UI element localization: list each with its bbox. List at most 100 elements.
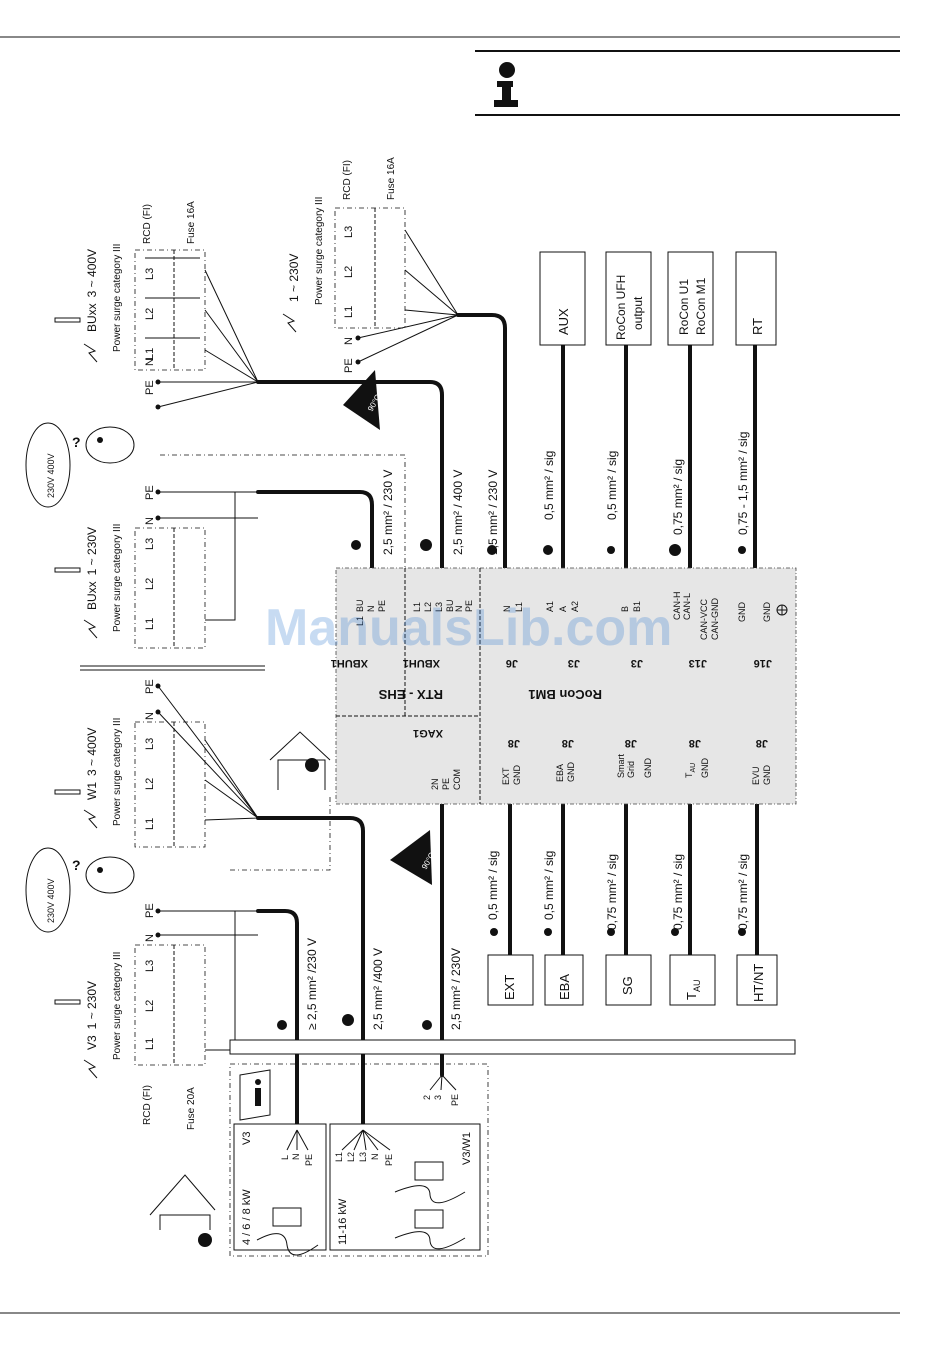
svg-text:EBA: EBA	[555, 764, 565, 782]
svg-text:L3: L3	[144, 538, 156, 550]
svg-text:230V 400V: 230V 400V	[46, 878, 56, 923]
fan-icon-outdoor	[256, 1161, 466, 1256]
svg-text:2: 2	[422, 1095, 432, 1100]
svg-text:L1: L1	[144, 618, 156, 630]
svg-text:L2: L2	[144, 578, 156, 590]
top-devices: AUX RoCon UFH output RoCon U1 RoCon M1 R…	[539, 251, 777, 346]
svg-text:RoCon M1: RoCon M1	[694, 277, 708, 335]
thought-bubble-icon: 230V 400V ?	[25, 422, 135, 508]
svg-text:L3: L3	[434, 602, 444, 612]
supply-bu-1ph: BUxx1 ~ 230V Power surge category III PE…	[54, 485, 258, 649]
supply-v3-1ph: V31 ~ 230V Power surge category III PE N…	[54, 903, 258, 1130]
thought-bubble-icon-2: 230V 400V ?	[25, 847, 135, 933]
svg-text:RoCon BM1: RoCon BM1	[528, 687, 602, 702]
svg-text:EXT: EXT	[502, 975, 517, 1000]
svg-text:N: N	[343, 337, 355, 345]
svg-text:L1: L1	[334, 1152, 344, 1162]
svg-text:CAN-VCC: CAN-VCC	[699, 598, 709, 640]
svg-text:L2: L2	[423, 602, 433, 612]
svg-text:Grid: Grid	[626, 761, 636, 778]
svg-text:N: N	[366, 606, 376, 613]
supply-w1-3ph: W13 ~ 400V Power surge category III PE N…	[54, 679, 259, 848]
info-note	[475, 50, 900, 116]
svg-text:PE: PE	[450, 1094, 460, 1106]
supply-heatpump-1ph: 1 ~ 230V Power surge category III PE N L…	[282, 157, 459, 373]
svg-text:RTX - EHS: RTX - EHS	[378, 687, 443, 702]
svg-text:?: ?	[72, 434, 81, 450]
heat-warning-icon-2: 90°C	[390, 830, 437, 885]
svg-text:RCD (FI): RCD (FI)	[342, 160, 353, 200]
svg-text:230V 400V: 230V 400V	[46, 453, 56, 498]
svg-text:TAU: TAU	[684, 763, 697, 778]
svg-text:B1: B1	[632, 601, 642, 612]
svg-text:L3: L3	[343, 226, 355, 238]
svg-text:GND: GND	[762, 602, 772, 623]
svg-text:N: N	[291, 1154, 301, 1161]
svg-text:W13 ~ 400V: W13 ~ 400V	[85, 728, 99, 800]
svg-text:CAN-L: CAN-L	[682, 593, 692, 620]
svg-text:N: N	[454, 606, 464, 613]
svg-text:L1: L1	[144, 1038, 156, 1050]
svg-text:GND: GND	[762, 765, 772, 786]
svg-text:J8: J8	[562, 737, 574, 749]
svg-text:J13: J13	[689, 657, 707, 669]
heat-warning-icon: 90°C	[343, 370, 383, 430]
svg-text:L1: L1	[144, 348, 156, 360]
svg-text:V3/W1: V3/W1	[461, 1132, 473, 1165]
svg-text:L1: L1	[343, 306, 355, 318]
svg-text:PE: PE	[377, 600, 387, 612]
svg-text:output: output	[631, 296, 645, 330]
svg-text:11-16 kW: 11-16 kW	[337, 1198, 349, 1245]
svg-text:PE: PE	[441, 778, 451, 790]
svg-text:CAN-GND: CAN-GND	[710, 598, 720, 640]
svg-text:Fuse 16A: Fuse 16A	[186, 201, 197, 244]
svg-text:PE: PE	[144, 903, 156, 918]
svg-text:L: L	[280, 1155, 290, 1160]
svg-text:0,75 - 1,5 mm² / sig: 0,75 - 1,5 mm² / sig	[736, 432, 750, 535]
manual-info-icon	[239, 1069, 271, 1121]
svg-text:J3: J3	[631, 657, 643, 669]
svg-text:L3: L3	[144, 268, 156, 280]
watermark: ManualsLib.com	[265, 599, 672, 657]
control-unit: RTX - EHS RoCon BM1 XBUH1 XBUH1 XAG1 J6 …	[331, 567, 797, 805]
svg-text:A: A	[558, 606, 568, 612]
svg-text:PE: PE	[144, 679, 156, 694]
svg-text:N: N	[502, 606, 512, 613]
svg-text:V31 ~ 230V: V31 ~ 230V	[85, 981, 99, 1050]
svg-text:SG: SG	[620, 976, 635, 995]
svg-text:2,5 mm² / 400 V: 2,5 mm² / 400 V	[451, 470, 465, 555]
svg-text:N: N	[370, 1154, 380, 1161]
svg-text:L3: L3	[144, 960, 156, 972]
svg-text:Smart: Smart	[616, 753, 626, 778]
cables	[160, 313, 759, 1132]
svg-text:1 ~ 230V: 1 ~ 230V	[287, 254, 301, 302]
svg-text:GND: GND	[566, 762, 576, 783]
svg-text:Fuse 16A: Fuse 16A	[386, 157, 397, 200]
svg-text:0,5 mm² / sig: 0,5 mm² / sig	[605, 451, 619, 520]
svg-text:BU: BU	[355, 599, 365, 612]
svg-text:0,75 mm² / sig: 0,75 mm² / sig	[605, 854, 619, 930]
svg-text:BUxx1 ~ 230V: BUxx1 ~ 230V	[85, 527, 99, 610]
svg-text:GND: GND	[512, 765, 522, 786]
svg-text:XBUH1: XBUH1	[331, 657, 368, 669]
svg-text:RCD (FI): RCD (FI)	[142, 1085, 153, 1125]
svg-text:L3: L3	[358, 1152, 368, 1162]
svg-text:N: N	[144, 712, 156, 720]
svg-text:Fuse 20A: Fuse 20A	[186, 1087, 197, 1130]
indoor-house-icon	[269, 731, 331, 790]
svg-text:0,5 mm² / sig: 0,5 mm² / sig	[542, 851, 556, 920]
svg-text:L1: L1	[144, 818, 156, 830]
svg-text:L2: L2	[144, 308, 156, 320]
svg-text:Power surge category III: Power surge category III	[314, 197, 325, 305]
lightning-icon	[83, 343, 98, 363]
svg-text:L1: L1	[412, 602, 422, 612]
svg-text:0,5 mm² / sig: 0,5 mm² / sig	[542, 451, 556, 520]
svg-text:J8: J8	[625, 737, 637, 749]
svg-text:2,5 mm² /400 V: 2,5 mm² /400 V	[371, 948, 385, 1030]
svg-text:XAG1: XAG1	[413, 727, 443, 739]
svg-text:L3: L3	[144, 738, 156, 750]
svg-text:L2: L2	[343, 266, 355, 278]
svg-text:CAN-H: CAN-H	[672, 592, 682, 621]
svg-text:1,5 mm² / 230 V: 1,5 mm² / 230 V	[486, 470, 500, 555]
svg-text:RoCon U1: RoCon U1	[677, 279, 691, 335]
